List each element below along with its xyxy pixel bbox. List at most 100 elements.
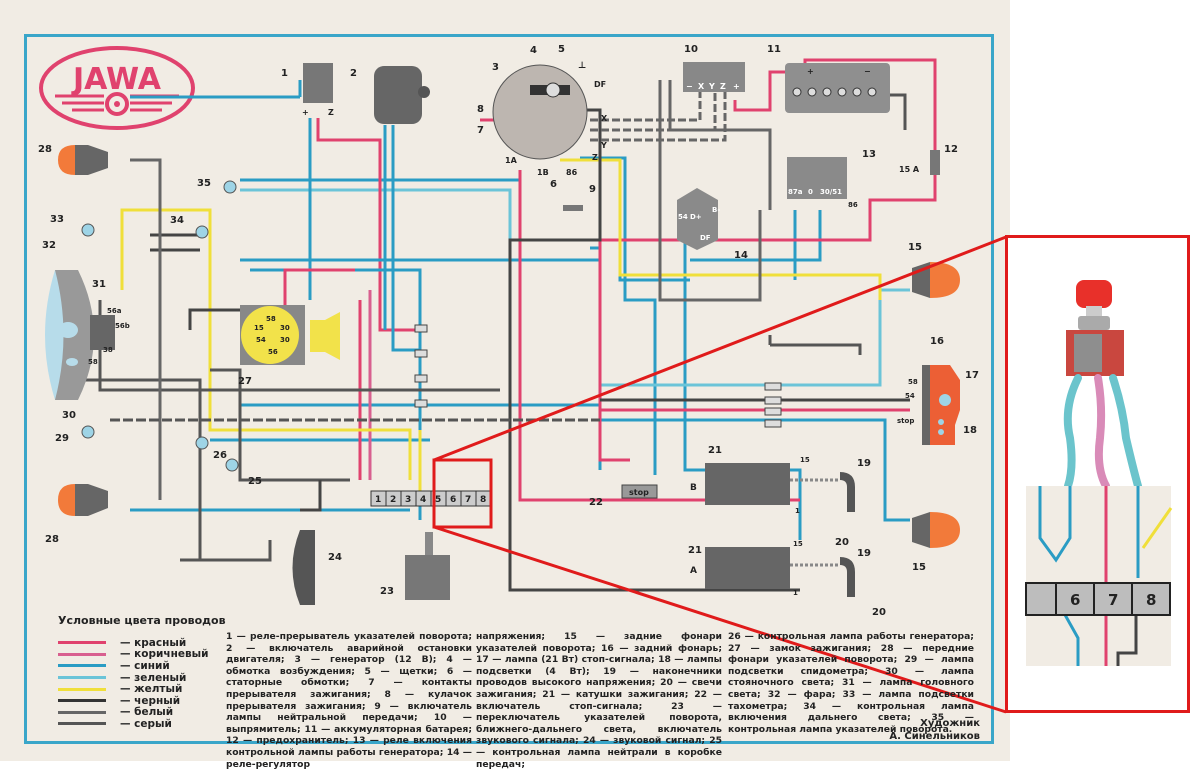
- gen-1a-label: 1A: [505, 156, 518, 165]
- relay13-30-51-label: 30/51: [820, 188, 842, 196]
- legend-item: — желтый: [58, 683, 228, 695]
- caption-column-1: 1 — реле-прерыватель указателей поворота…: [226, 631, 472, 770]
- connector-pin-label: 7: [465, 495, 471, 505]
- ignition-coils: 21 21 B A 15 1 15 1 19 19 20 20: [688, 445, 886, 618]
- reg-df-label: DF: [700, 234, 711, 242]
- legend-swatch: [58, 722, 106, 726]
- head-56b-label: 56b: [115, 322, 130, 330]
- neutral-switch: 9: [563, 184, 596, 211]
- tail-lamp: 16 17 18 58 54 stop: [897, 336, 979, 445]
- generator: 3 4 5 6 7 8 ⊥ DF X Y Z 1A 1B 86: [477, 44, 608, 190]
- wire-green: [600, 288, 910, 387]
- relay13-0-label: 0: [808, 188, 813, 196]
- inset-connector-pin-5-partial: [1025, 582, 1057, 616]
- battery-minus-label: −: [864, 67, 871, 76]
- wire-color-legend: Условные цвета проводов — красный— корич…: [58, 614, 228, 730]
- indicator-lamps: [81, 180, 239, 472]
- component-label-16: 16: [930, 336, 944, 347]
- connector-pin-label: 4: [420, 495, 426, 505]
- inset-wire-blue: [1038, 486, 1072, 563]
- inset-connector-label: 8: [1146, 591, 1156, 609]
- component-label-31: 31: [92, 279, 106, 290]
- legend-swatch: [58, 687, 106, 691]
- legend-item: — зеленый: [58, 672, 228, 684]
- component-label-9: 9: [589, 184, 596, 195]
- connector-pin-label: 8: [480, 495, 486, 505]
- inset-connector-pin-8: [1131, 582, 1171, 616]
- head-56a-label: 56a: [107, 307, 122, 315]
- rectifier: 10 − X Y Z +: [683, 44, 745, 92]
- component-label-33: 33: [50, 214, 64, 225]
- emergency-stop-switch: 2: [350, 66, 430, 124]
- inset-connector-label: 6: [1070, 591, 1080, 609]
- component-label-22: 22: [589, 497, 603, 508]
- gen-z-label: Z: [592, 153, 598, 162]
- highlight-callout: [432, 235, 1007, 714]
- voltage-regulator: 14 54 D+ DF B-: [677, 188, 748, 261]
- stop-switch-label: stop: [629, 488, 649, 497]
- tail-58-label: 58: [908, 378, 918, 386]
- component-label-26: 26: [213, 450, 227, 461]
- component-label-20-a: 20: [872, 607, 886, 618]
- rect-z-label: Z: [720, 82, 726, 91]
- component-label-21-b: 21: [708, 445, 722, 456]
- coil-a-1-label: 1: [793, 589, 798, 597]
- rect-y-label: Y: [708, 82, 715, 91]
- component-label-10: 10: [684, 44, 698, 55]
- legend-swatch: [58, 641, 106, 645]
- rect-x-label: X: [698, 82, 705, 91]
- component-label-12: 12: [944, 144, 958, 155]
- component-label-30: 30: [62, 410, 76, 421]
- coil-b-1-label: 1: [795, 507, 800, 515]
- relay13-87a-label: 87a: [788, 188, 803, 196]
- component-label-24: 24: [328, 552, 342, 563]
- rect-minus-label: −: [686, 82, 693, 91]
- legend-title: Условные цвета проводов: [58, 614, 226, 627]
- wire-grey: [590, 90, 727, 142]
- component-label-7: 7: [477, 125, 484, 136]
- wire-black: [150, 233, 200, 252]
- component-label-3: 3: [492, 62, 499, 73]
- component-label-34: 34: [170, 215, 184, 226]
- reg-bminus-label: B-: [712, 206, 720, 214]
- component-label-27: 27: [238, 376, 252, 387]
- generator-lamp-relay: 13 87a 0 30/51 86: [787, 149, 876, 209]
- wire-black: [188, 308, 240, 330]
- component-label-19-b: 19: [857, 458, 871, 469]
- legend-swatch: [58, 664, 106, 668]
- battery: 11 + −: [767, 44, 890, 113]
- wires: [80, 58, 937, 592]
- component-label-8: 8: [477, 104, 484, 115]
- connector-pin-label: 5: [435, 495, 441, 505]
- ign-30a-label: 30: [280, 324, 290, 332]
- component-label-28-upper: 28: [38, 144, 52, 155]
- relay13-86-label: 86: [848, 201, 858, 209]
- ign-58-label: 58: [266, 315, 276, 323]
- logo-text: JAWA: [71, 62, 162, 97]
- legend-swatch: [58, 699, 106, 703]
- artist-title: Художник: [920, 718, 980, 729]
- inset-zoomed-diagram: [1026, 486, 1171, 666]
- inset-wires: [1063, 374, 1142, 490]
- gen-1b-label: 1B: [537, 168, 549, 177]
- component-label-6: 6: [550, 179, 557, 190]
- legend-item: — красный: [58, 637, 228, 649]
- wire-yellow: [120, 208, 412, 480]
- rear-turn-lamps: 15 15: [908, 242, 960, 573]
- inset-wire-black: [1116, 613, 1138, 666]
- component-label-5: 5: [558, 44, 565, 55]
- connector-pin-label: 6: [450, 495, 456, 505]
- ign-54-label: 54: [256, 336, 266, 344]
- gen-ground-label: ⊥: [578, 61, 586, 71]
- fuse: 12 15 A: [899, 144, 958, 175]
- component-label-14: 14: [734, 250, 748, 261]
- legend-item: — серый: [58, 718, 228, 730]
- wire-blue: [690, 210, 822, 262]
- connector-pin-label: 2: [390, 495, 396, 505]
- inline-connectors: [414, 324, 782, 428]
- wire-blue: [391, 125, 420, 352]
- legend-label: — синий: [120, 659, 170, 672]
- component-label-1: 1: [281, 68, 288, 79]
